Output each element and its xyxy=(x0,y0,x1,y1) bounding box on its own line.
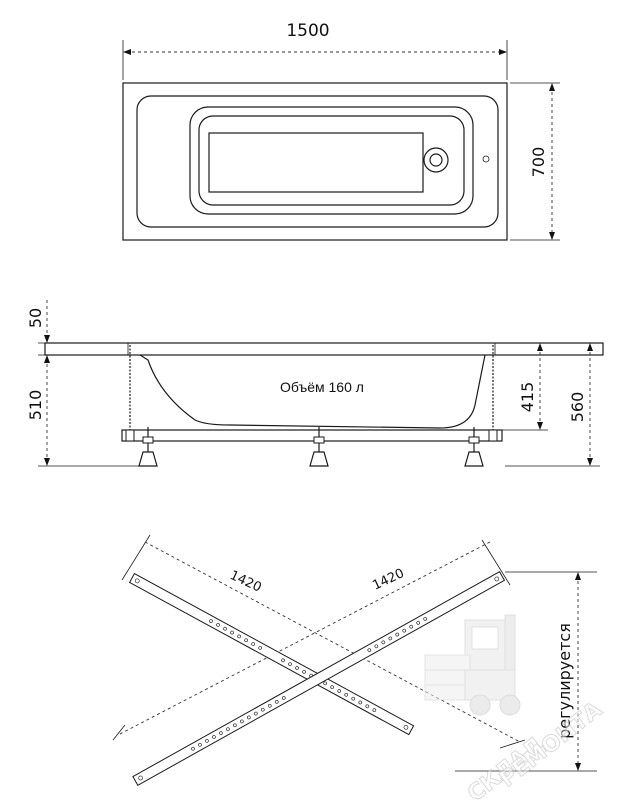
length-dimension: 1500 xyxy=(122,21,508,80)
width-label: 700 xyxy=(529,147,548,178)
watermark-logo: СКЛАД РЕМОНТА xyxy=(424,614,607,800)
adjustable-label: регулируется xyxy=(555,623,574,739)
leg-right xyxy=(464,427,484,467)
diag-dimensions: 1420 1420 xyxy=(112,534,526,749)
rim-label: 50 xyxy=(26,308,45,328)
overflow-icon xyxy=(482,155,490,163)
total-height-label: 560 xyxy=(568,392,587,423)
leg-left xyxy=(138,427,158,467)
drain-icon xyxy=(423,147,449,173)
tub-basin-mid xyxy=(198,115,465,206)
leg-middle xyxy=(309,427,329,467)
frame-bar-1 xyxy=(128,572,415,736)
adjustable-dimension: регулируется xyxy=(455,571,597,772)
tub-outer-rim xyxy=(122,82,508,241)
frame-bar-2 xyxy=(132,570,506,786)
forklift-icon xyxy=(424,614,521,716)
support-rail xyxy=(121,429,503,442)
diag-label-left: 1420 xyxy=(227,568,263,596)
top-view: 1500 700 xyxy=(122,21,560,241)
depth-label: 415 xyxy=(518,382,537,413)
tub-inner-rim xyxy=(136,95,499,228)
side-view: 50 510 Объём 160 л 415 560 xyxy=(26,300,604,467)
width-dimension: 700 xyxy=(510,82,560,241)
left-dimensions: 50 510 xyxy=(26,300,140,467)
tub-basin-profile xyxy=(139,354,486,429)
right-dimensions: 415 560 xyxy=(495,342,600,467)
length-label: 1500 xyxy=(286,21,329,41)
tub-basin-outer xyxy=(189,106,474,215)
diag-label-right: 1420 xyxy=(370,566,406,594)
tub-rim-profile xyxy=(44,342,604,356)
leg-height-label: 510 xyxy=(26,390,45,421)
drain-inner-icon xyxy=(429,153,443,167)
volume-label: Объём 160 л xyxy=(280,379,364,395)
tub-basin-bottom xyxy=(208,132,424,193)
bar-2-holes xyxy=(138,576,500,781)
